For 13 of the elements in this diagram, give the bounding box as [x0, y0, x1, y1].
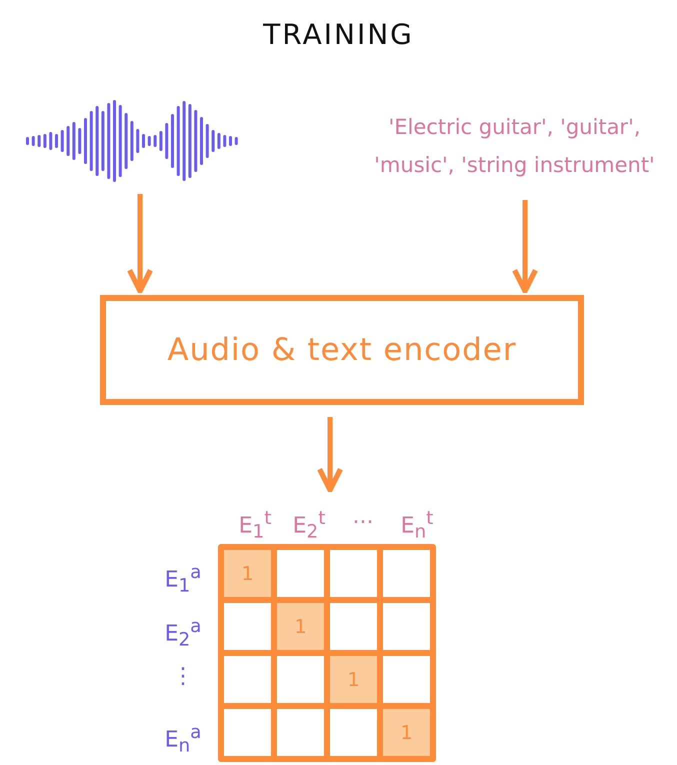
- arrow: [512, 200, 538, 294]
- similarity-matrix: [218, 544, 436, 762]
- axis-label: ...: [352, 504, 374, 529]
- arrow: [316, 417, 344, 493]
- encoder-box: Audio & text encoder: [100, 295, 584, 405]
- matrix-cell: 1: [330, 656, 377, 703]
- arrow: [126, 194, 154, 294]
- matrix-cell: 1: [277, 603, 324, 650]
- axis-label: ⋮: [171, 664, 195, 689]
- matrix-cell: 1: [383, 709, 430, 756]
- matrix-cell: 1: [224, 550, 271, 597]
- tag-list: 'Electric guitar', 'guitar', 'music', 'string instrument': [352, 108, 677, 184]
- title: TRAINING: [262, 18, 415, 51]
